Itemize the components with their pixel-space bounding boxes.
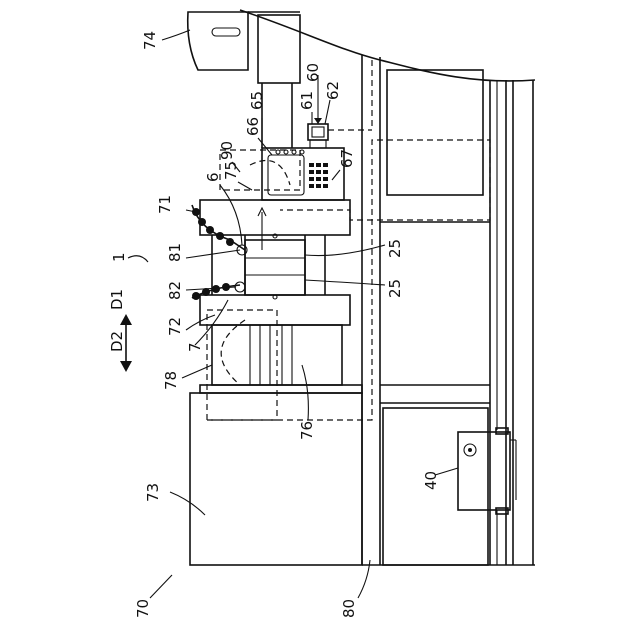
- clamp-unit: [200, 200, 350, 325]
- label-81: 81: [166, 243, 184, 262]
- label-78: 78: [162, 371, 180, 390]
- label-65: 65: [248, 91, 266, 110]
- label-25a: 25: [386, 239, 404, 258]
- label-d2: D2: [108, 331, 126, 352]
- label-76: 76: [298, 421, 316, 440]
- leader-lines: [128, 30, 458, 598]
- dashed-region-78: [207, 310, 277, 420]
- label-71: 71: [156, 195, 174, 214]
- label-67: 67: [338, 149, 356, 168]
- control-box-40: [458, 428, 516, 514]
- label-70: 70: [134, 599, 152, 618]
- label-1: 1: [110, 252, 128, 262]
- machine-base-73: [190, 393, 362, 565]
- mold-6: [245, 240, 305, 295]
- hopper-74: [188, 12, 300, 83]
- label-82: 82: [166, 281, 184, 300]
- label-6: 6: [204, 172, 222, 182]
- label-75: 75: [222, 161, 240, 180]
- control-unit-65: [262, 148, 344, 200]
- label-66: 66: [244, 117, 262, 136]
- label-25b: 25: [386, 279, 404, 298]
- label-d1: D1: [108, 289, 126, 310]
- label-72: 72: [166, 317, 184, 336]
- label-80: 80: [340, 599, 358, 618]
- label-74: 74: [141, 31, 159, 50]
- sensor-60: [308, 108, 328, 148]
- label-7: 7: [186, 342, 204, 352]
- label-73: 73: [144, 483, 162, 502]
- tie-bars-76: [200, 325, 362, 393]
- label-90: 90: [218, 141, 236, 160]
- keypad-67: [309, 163, 328, 188]
- label-61: 61: [298, 91, 316, 110]
- frame-80: [362, 55, 535, 565]
- label-62: 62: [324, 81, 342, 100]
- label-60: 60: [304, 63, 322, 82]
- label-40: 40: [422, 471, 440, 490]
